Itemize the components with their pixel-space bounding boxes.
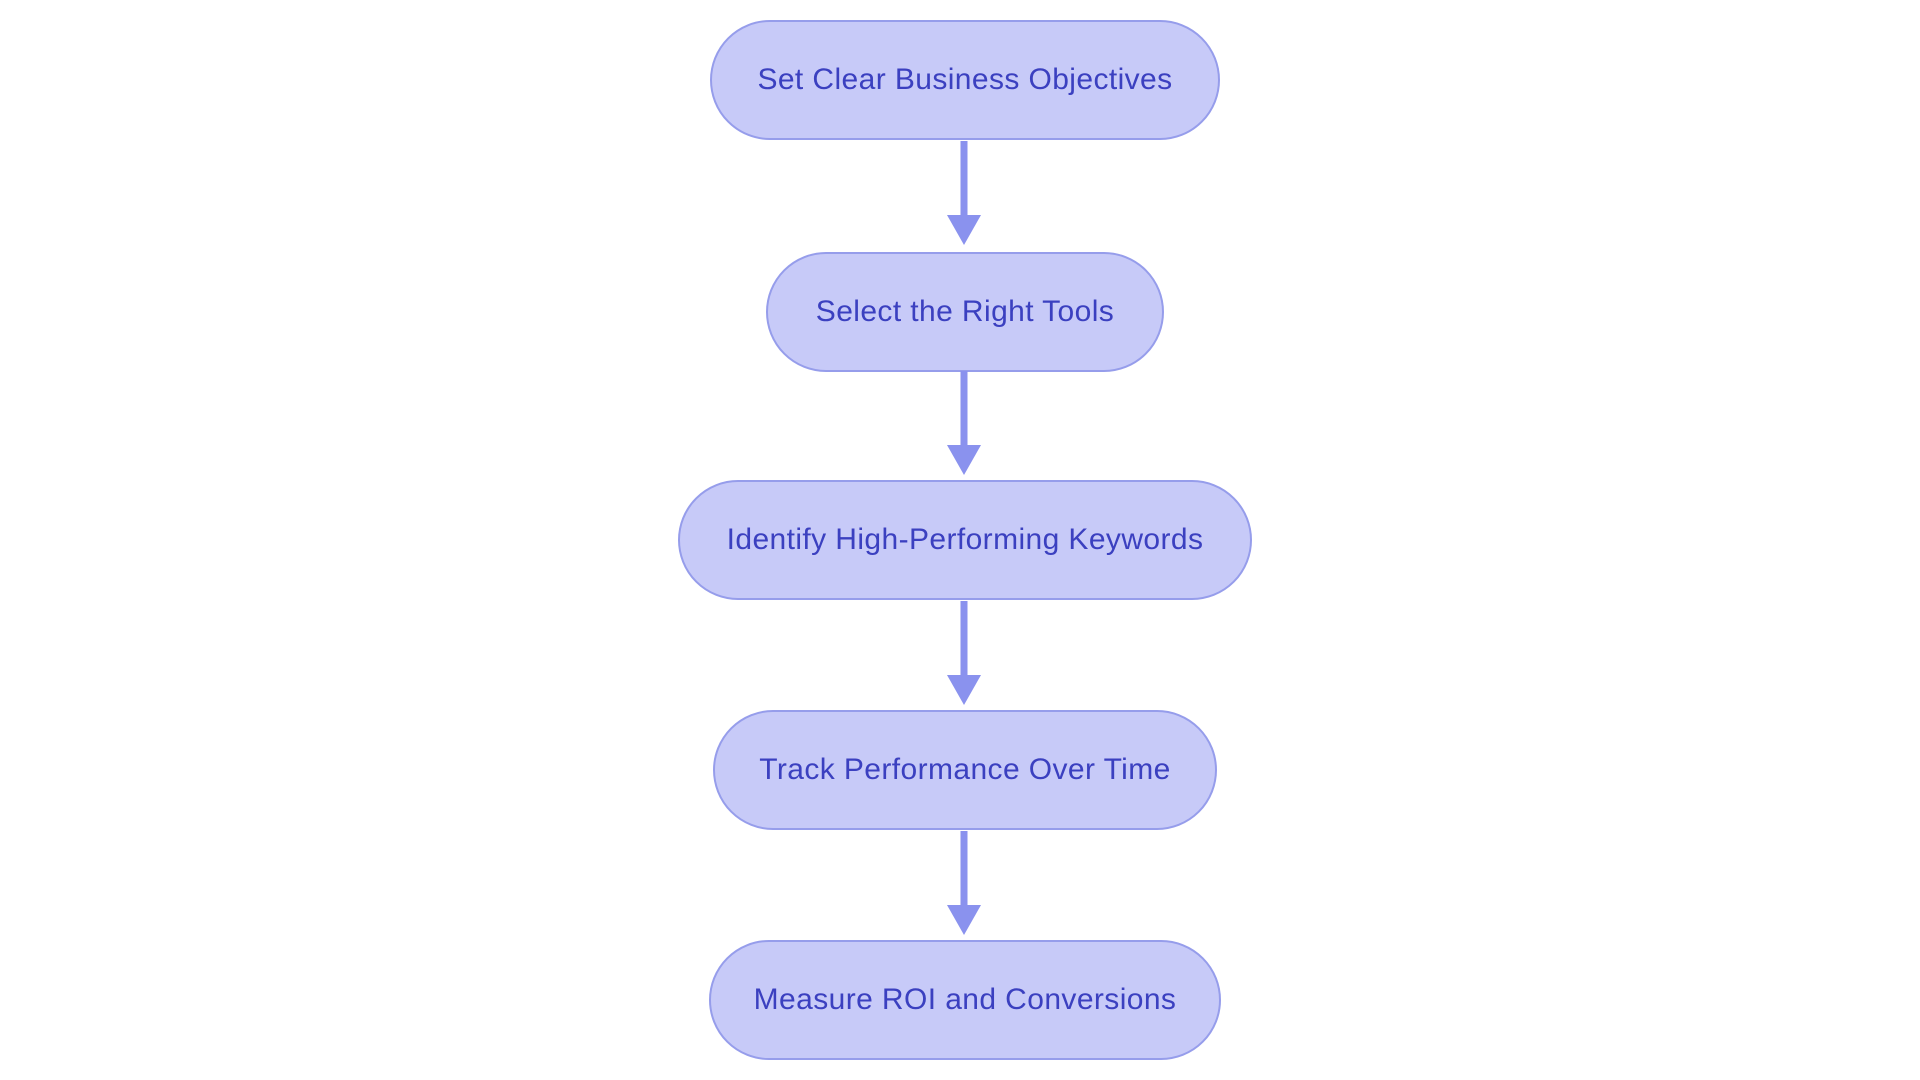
flow-node-label: Track Performance Over Time — [759, 753, 1171, 786]
flow-node-label: Set Clear Business Objectives — [757, 63, 1173, 96]
down-arrow-connector-3 — [947, 601, 981, 705]
flow-node-label: Measure ROI and Conversions — [753, 983, 1177, 1016]
flow-node-label: Identify High-Performing Keywords — [726, 523, 1204, 556]
flow-node-roi: Measure ROI and Conversions — [709, 940, 1221, 1060]
flow-node-tools: Select the Right Tools — [766, 252, 1164, 372]
down-arrow-connector-2 — [947, 371, 981, 475]
flow-node-label: Select the Right Tools — [815, 295, 1115, 328]
flow-node-objectives: Set Clear Business Objectives — [710, 20, 1220, 140]
flow-node-keywords: Identify High-Performing Keywords — [678, 480, 1252, 600]
down-arrow-connector-4 — [947, 831, 981, 935]
down-arrow-connector-1 — [947, 141, 981, 245]
flow-node-tracking: Track Performance Over Time — [713, 710, 1217, 830]
